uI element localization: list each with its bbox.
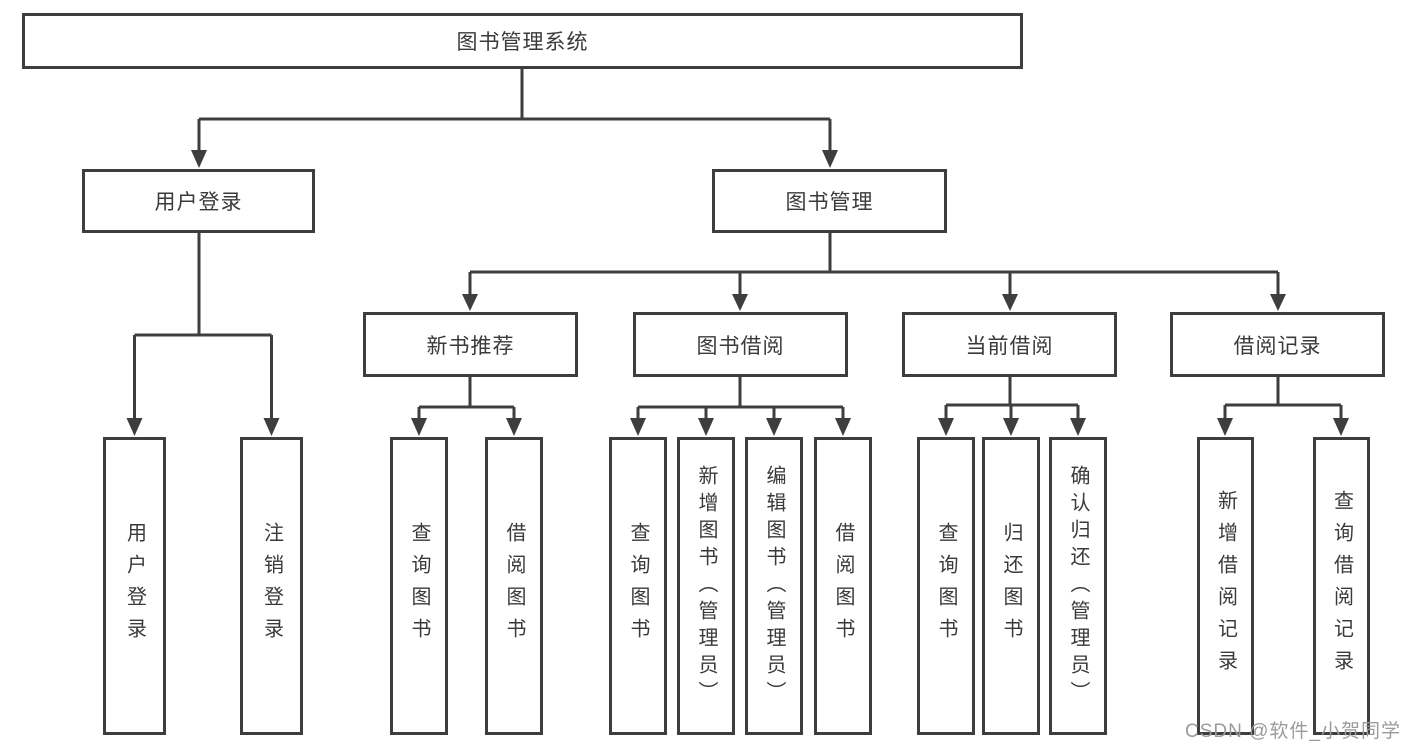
- leaf-logout-label: 注销登录: [260, 522, 283, 650]
- connector-book-management: [462, 233, 1286, 311]
- leaf-user-login: 用户登录: [103, 437, 166, 735]
- leaf-user-login-label: 用户登录: [123, 522, 146, 650]
- leaf-current-confirm-return-admin-label: 确认归还（管理员）: [1067, 464, 1089, 708]
- connector-current-borrowing: [938, 377, 1086, 436]
- leaf-records-query-record: 查询借阅记录: [1313, 437, 1370, 735]
- node-book-management: 图书管理: [712, 169, 947, 233]
- node-new-book-recommend-label: 新书推荐: [426, 334, 515, 358]
- node-user-login-label: 用户登录: [154, 191, 243, 214]
- leaf-current-query-books-label: 查询图书: [935, 522, 957, 650]
- node-current-borrowing: 当前借阅: [902, 312, 1117, 377]
- leaf-current-return-books: 归还图书: [982, 437, 1040, 735]
- connector-book-borrowing: [630, 377, 851, 436]
- node-book-borrowing-label: 图书借阅: [696, 334, 785, 358]
- connector-root: [191, 69, 838, 168]
- leaf-borrowing-add-books-admin-label: 新增图书（管理员）: [695, 464, 717, 708]
- node-user-login: 用户登录: [82, 169, 315, 233]
- leaf-records-add-record-label: 新增借阅记录: [1214, 490, 1237, 682]
- leaf-borrowing-edit-books-admin: 编辑图书（管理员）: [745, 437, 803, 735]
- leaf-borrowing-borrow-books: 借阅图书: [814, 437, 872, 735]
- leaf-recommend-borrow-books-label: 借阅图书: [503, 522, 525, 650]
- leaf-recommend-query-books: 查询图书: [390, 437, 448, 735]
- node-book-management-label: 图书管理: [785, 191, 874, 214]
- leaf-recommend-query-books-label: 查询图书: [408, 522, 430, 650]
- leaf-borrowing-add-books-admin: 新增图书（管理员）: [677, 437, 735, 735]
- node-book-borrowing: 图书借阅: [633, 312, 848, 377]
- leaf-borrowing-borrow-books-label: 借阅图书: [832, 522, 854, 650]
- leaf-current-query-books: 查询图书: [917, 437, 975, 735]
- node-borrowing-records-label: 借阅记录: [1233, 334, 1322, 358]
- node-current-borrowing-label: 当前借阅: [965, 334, 1054, 358]
- node-borrowing-records: 借阅记录: [1170, 312, 1385, 377]
- connector-user-login: [126, 233, 280, 436]
- leaf-borrowing-edit-books-admin-label: 编辑图书（管理员）: [763, 464, 785, 708]
- leaf-current-confirm-return-admin: 确认归还（管理员）: [1049, 437, 1107, 735]
- connector-borrowing-records: [1217, 377, 1349, 436]
- leaf-logout: 注销登录: [240, 437, 303, 735]
- leaf-borrowing-query-books-label: 查询图书: [627, 522, 649, 650]
- node-library-system-label: 图书管理系统: [456, 31, 589, 54]
- leaf-recommend-borrow-books: 借阅图书: [485, 437, 543, 735]
- connector-new-book-recommend: [411, 377, 522, 436]
- leaf-records-query-record-label: 查询借阅记录: [1330, 490, 1353, 682]
- node-new-book-recommend: 新书推荐: [363, 312, 578, 377]
- leaf-current-return-books-label: 归还图书: [1000, 522, 1022, 650]
- csdn-watermark: CSDN @软件_小贺同学: [1185, 721, 1401, 742]
- leaf-records-add-record: 新增借阅记录: [1197, 437, 1254, 735]
- leaf-borrowing-query-books: 查询图书: [609, 437, 667, 735]
- node-library-system: 图书管理系统: [22, 13, 1023, 69]
